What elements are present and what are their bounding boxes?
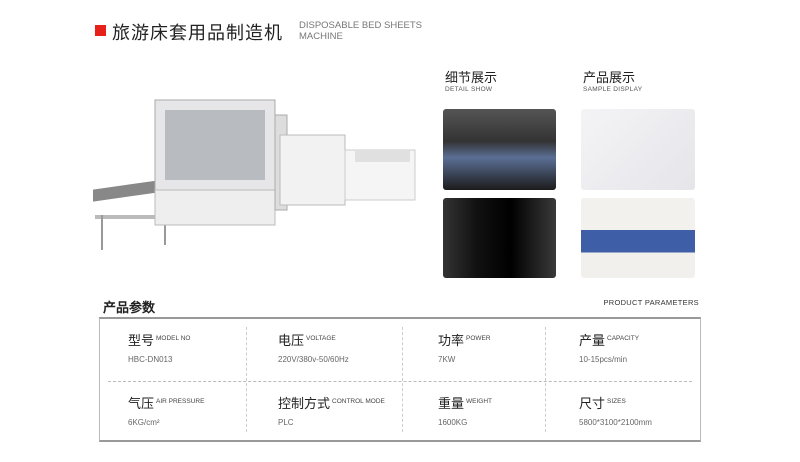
param-value: 1600KG (438, 418, 468, 427)
page-subtitle: DISPOSABLE BED SHEETS MACHINE (299, 20, 423, 42)
machine-image (93, 99, 416, 250)
param-value: 7KW (438, 355, 456, 364)
param-label-cn: 功率 (438, 334, 465, 349)
params-subtitle: PRODUCT PARAMETERS (603, 298, 699, 307)
param-label-cn: 电压 (278, 334, 305, 349)
param-value: HBC-DN013 (128, 355, 173, 364)
param-label-cn: 控制方式 (278, 397, 331, 412)
detail-subtitle: DETAIL SHOW (445, 86, 493, 93)
param-value: PLC (278, 418, 294, 427)
param-value: 10-15pcs/min (579, 355, 628, 364)
detail-photo (443, 109, 556, 190)
param-label-cn: 型号 (128, 334, 155, 349)
param-label-en: POWER (466, 335, 491, 343)
sample-photo (581, 198, 695, 278)
param-label-cn: 气压 (128, 397, 155, 412)
params-title: 产品参数 (103, 301, 156, 316)
param-label-en: SIZES (607, 398, 626, 406)
param-label-en: MODEL NO (156, 335, 191, 343)
param-value: 220V/380v-50/60Hz (278, 355, 349, 364)
accent-square (95, 25, 106, 36)
param-label-cn: 产量 (579, 334, 606, 349)
sample-title: 产品展示 (583, 71, 636, 86)
param-label-en: CAPACITY (607, 335, 640, 343)
param-label-en: VOLTAGE (306, 335, 336, 343)
param-value: 5800*3100*2100mm (579, 418, 652, 427)
detail-title: 细节展示 (445, 71, 498, 86)
param-label-cn: 重量 (438, 397, 465, 412)
page-title: 旅游床套用品制造机 (112, 23, 283, 44)
sample-subtitle: SAMPLE DISPLAY (583, 86, 643, 93)
sample-photo (581, 109, 695, 190)
param-value: 6KG/cm² (128, 418, 160, 427)
param-label-en: CONTROL MODE (332, 398, 385, 406)
param-label-en: WEIGHT (466, 398, 493, 406)
detail-photo (443, 198, 556, 278)
param-label-en: AIR PRESSURE (156, 398, 205, 406)
param-label-cn: 尺寸 (579, 397, 606, 412)
